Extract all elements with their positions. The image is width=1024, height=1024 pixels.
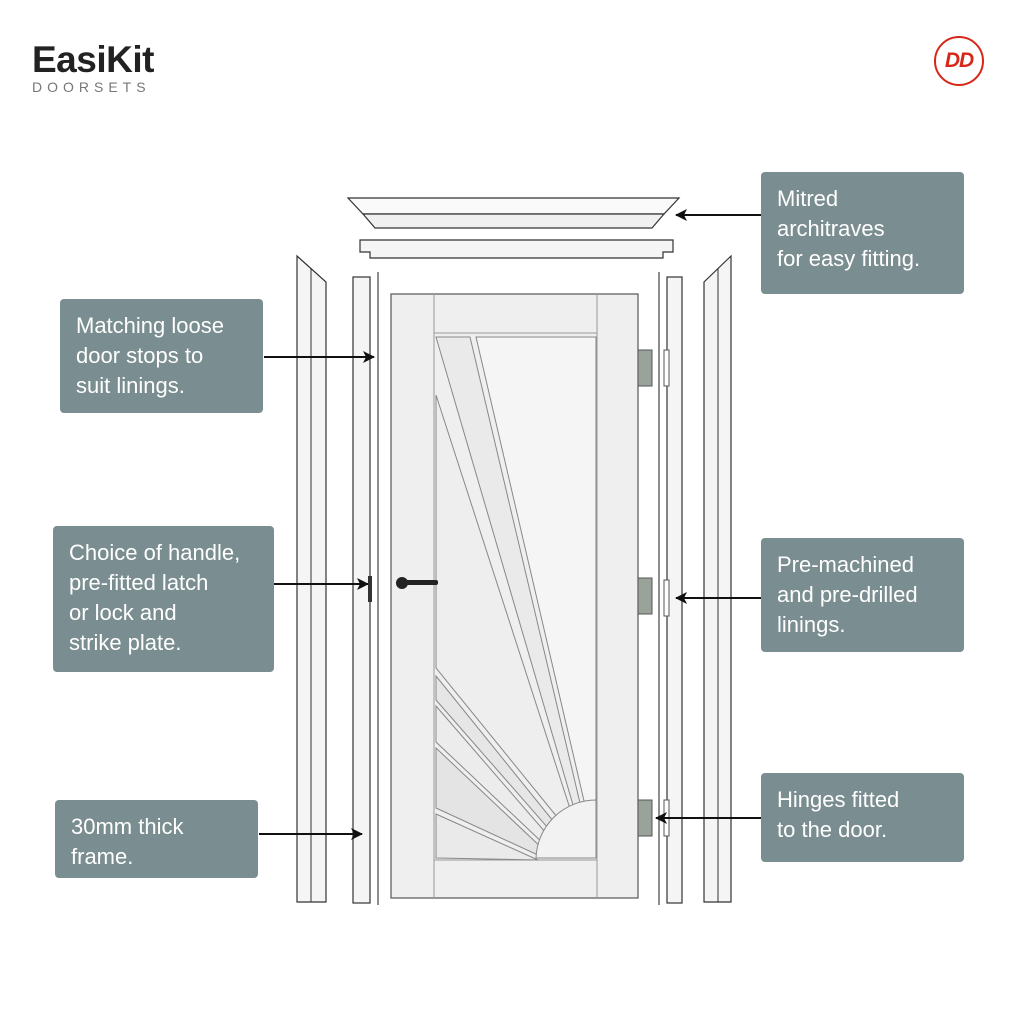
brand-subtitle: DOORSETS	[32, 79, 151, 95]
callout-linings: Pre-machined and pre-drilled linings.	[761, 538, 964, 652]
callout-frame: 30mm thick frame.	[55, 800, 258, 878]
dd-logo: DD	[934, 36, 984, 86]
brand-name: EasiKit	[32, 39, 154, 80]
dd-logo-text: DD	[944, 49, 974, 72]
right-architrave	[703, 254, 732, 903]
hinge-icon	[637, 349, 653, 837]
callout-hinges: Hinges fitted to the door.	[761, 773, 964, 862]
arrow-icon	[259, 209, 762, 840]
left-architrave	[296, 254, 327, 903]
brand-logo: EasiKit DOORSETS	[32, 39, 154, 95]
door-handle-icon	[396, 577, 438, 589]
callout-architraves: Mitred architraves for easy fitting.	[761, 172, 964, 294]
callout-door-stops: Matching loose door stops to suit lining…	[60, 299, 263, 413]
left-lining	[352, 272, 379, 905]
head-lining	[359, 239, 674, 259]
top-architrave	[346, 197, 681, 229]
door-leaf	[390, 293, 639, 899]
callout-handle: Choice of handle, pre-fitted latch or lo…	[53, 526, 274, 672]
right-lining	[658, 272, 683, 905]
